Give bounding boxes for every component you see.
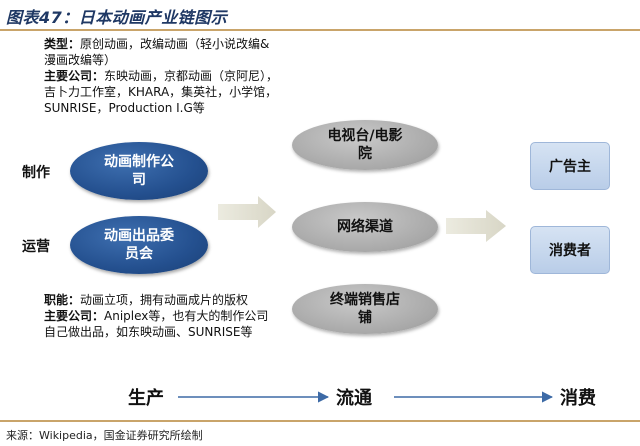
node-production-committee: 动画出品委员会 [70,216,208,274]
node-tv-cinema: 电视台/电影院 [292,120,438,170]
company-line: 主要公司：东映动画，京都动画（京阿尼），吉卜力工作室，KHARA，集英社，小学馆… [44,68,280,116]
committee-company-label: 主要公司： [44,309,105,323]
node-animation-production-label: 动画制作公司 [104,154,174,188]
company-text: 东映动画，京都动画（京阿尼），吉卜力工作室，KHARA，集英社，小学馆，SUNR… [44,69,279,115]
function-text: 动画立项，拥有动画成片的版权 [80,293,249,307]
node-tv-cinema-label: 电视台/电影院 [327,128,403,162]
node-advertiser: 广告主 [530,142,610,190]
node-consumer: 消费者 [530,226,610,274]
flow-stage-consume: 消费 [560,388,596,409]
type-label: 类型： [44,37,81,51]
node-online-channel: 网络渠道 [292,202,438,252]
top-divider [0,29,640,31]
node-retail-store: 终端销售店铺 [292,284,438,334]
bottom-divider [0,420,640,422]
fat-arrow-left [218,196,276,228]
node-online-channel-label: 网络渠道 [337,219,393,235]
label-operate: 运营 [22,239,50,255]
company-label: 主要公司： [44,69,105,83]
production-description: 类型：原创动画，改编动画（轻小说改编&漫画改编等） 主要公司：东映动画，京都动画… [44,36,280,116]
fat-arrow-right [446,210,506,242]
type-text: 原创动画，改编动画（轻小说改编&漫画改编等） [44,37,270,67]
source-note: 来源：Wikipedia，国金证券研究所绘制 [6,429,203,442]
node-animation-production: 动画制作公司 [70,142,208,200]
function-line: 职能：动画立项，拥有动画成片的版权 [44,292,280,308]
type-line: 类型：原创动画，改编动画（轻小说改编&漫画改编等） [44,36,280,68]
flow-stage-produce: 生产 [128,388,164,409]
node-production-committee-label: 动画出品委员会 [104,228,174,262]
flow-stage-circulate: 流通 [336,388,372,409]
committee-company-text: Aniplex等，也有大的制作公司自己做出品，如东映动画、SUNRISE等 [44,309,269,339]
committee-company-line: 主要公司：Aniplex等，也有大的制作公司自己做出品，如东映动画、SUNRIS… [44,308,280,340]
function-label: 职能： [44,293,81,307]
label-produce: 制作 [22,165,50,181]
figure-title: 图表47：日本动画产业链图示 [6,8,228,27]
node-retail-store-label: 终端销售店铺 [330,292,400,326]
committee-description: 职能：动画立项，拥有动画成片的版权 主要公司：Aniplex等，也有大的制作公司… [44,292,280,340]
